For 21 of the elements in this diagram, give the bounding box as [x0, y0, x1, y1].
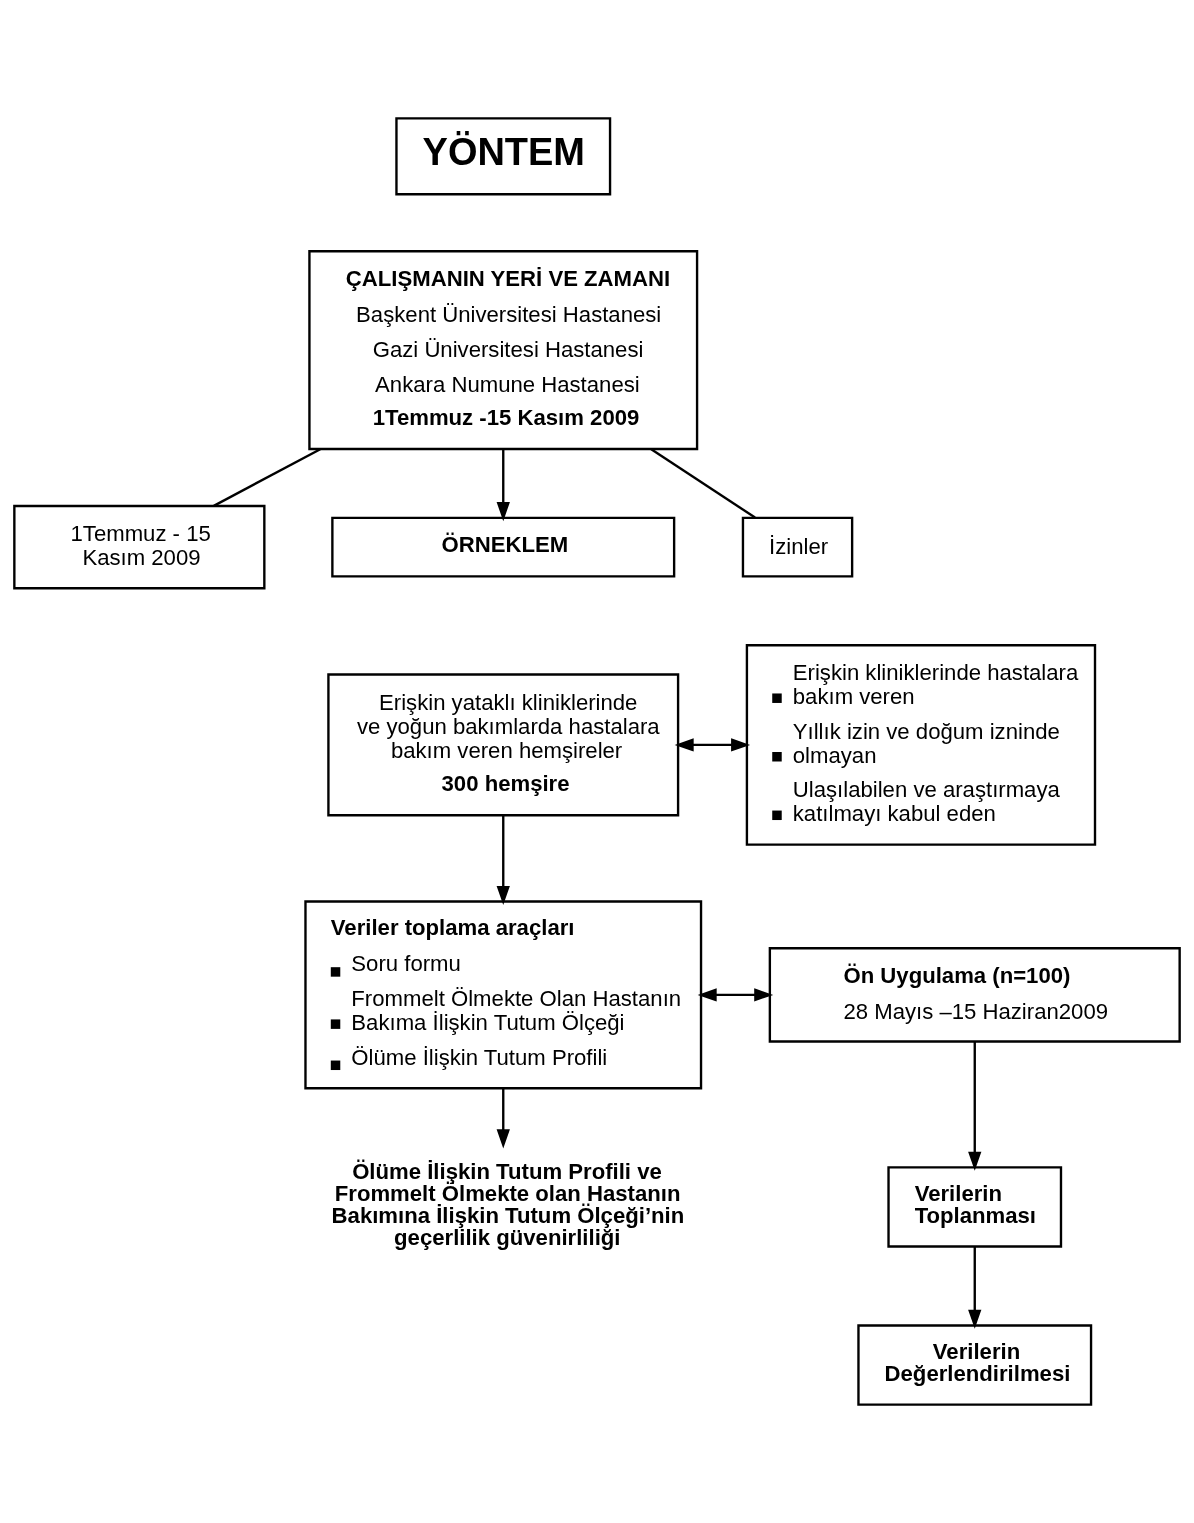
node-box: ÖRNEKLEM	[331, 516, 676, 578]
node-box: Veriler toplama araçları Soru formu Frommelt Ölmekte Olan Hastanın Bakıma İlişkin Tutum Ölçeği Ölüme İlişkin Tutum Profili	[304, 900, 703, 1090]
node-box: ÇALIŞMANIN YERİ VE ZAMANI Başkent Üniversitesi Hastanesi Gazi Üniversitesi Hastanesi Ankara Numune Hastanesi 1Temmuz -15 Kasım 2009	[308, 250, 699, 451]
node-text: Ölüme İlişkin Tutum Profili ve Frommelt Ölmekte olan Hastanın Bakımına İlişkin Tutum Ölçeği’nin geçerlilik güvenirliliği	[331, 1158, 685, 1251]
node-box: YÖNTEM	[395, 117, 612, 196]
node-box: Verilerin Toplanması	[887, 1166, 1063, 1248]
node-box: İzinler	[741, 516, 854, 578]
arrow	[496, 1088, 510, 1149]
arrow	[496, 449, 510, 522]
arrow	[968, 1041, 982, 1171]
arrow	[968, 1246, 982, 1329]
node-box: 1Temmuz - 15 Kasım 2009	[13, 504, 266, 590]
node-box: Erişkin kliniklerinde hastalara bakım veren Yıllık izin ve doğum izninde olmayan Ulaşılabilen ve araştırmaya katılmayı kabul eden	[745, 644, 1097, 846]
arrow	[697, 988, 774, 1002]
connector	[213, 448, 321, 507]
node-box: Ön Uygulama (n=100) 28 Mayıs –15 Haziran2009	[768, 947, 1181, 1043]
arrow	[674, 738, 751, 752]
node-box: Verilerin Değerlendirilmesi	[857, 1324, 1093, 1406]
node-box: Erişkin yataklı kliniklerinde ve yoğun bakımlarda hastalara bakım veren hemşireler 300 hemşire	[327, 673, 680, 817]
arrow	[496, 815, 510, 905]
connector	[650, 448, 756, 519]
